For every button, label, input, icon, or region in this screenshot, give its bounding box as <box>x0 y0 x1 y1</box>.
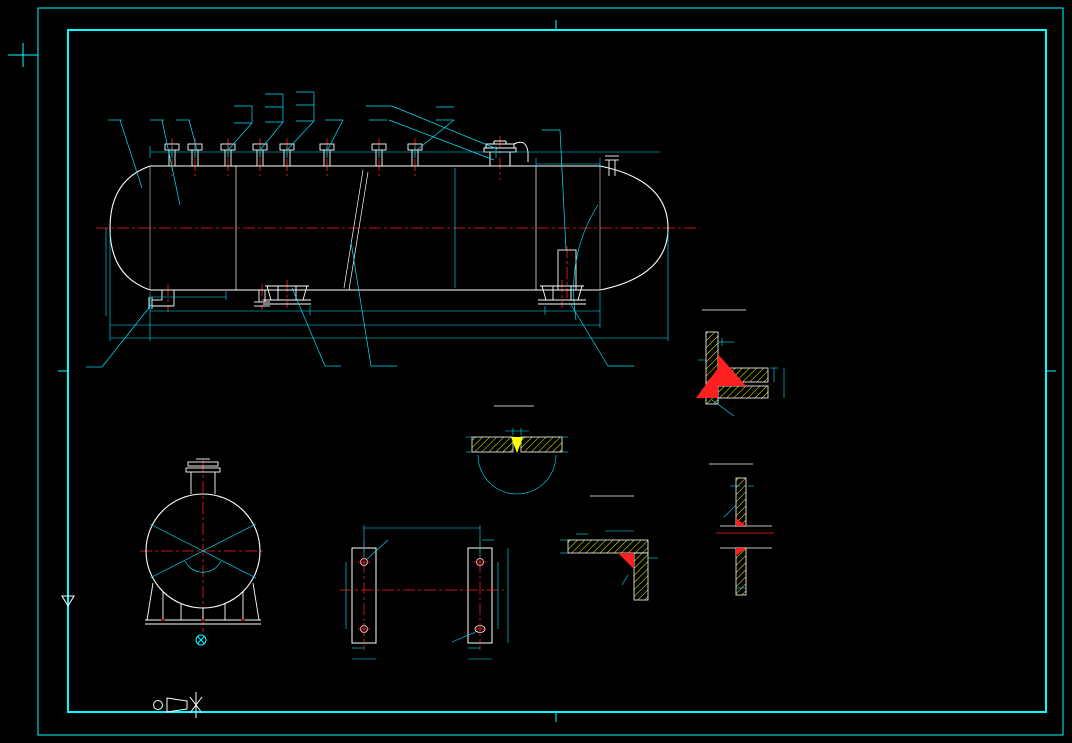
anchor-bolt-icon <box>195 634 207 646</box>
technical-notes <box>789 57 1063 71</box>
projection-symbol-icon <box>153 692 203 718</box>
weld-detail-manhole <box>696 309 785 417</box>
section-cut-line <box>573 204 599 321</box>
centerline-mark <box>61 595 75 607</box>
balloon-leaders <box>86 91 634 368</box>
saddle-base-plan <box>340 525 509 660</box>
drain-elbow <box>148 290 175 309</box>
manhole <box>483 140 529 166</box>
saddle-right <box>538 285 586 305</box>
dimension-lines <box>105 146 669 341</box>
end-view <box>140 458 266 632</box>
saddle-left <box>263 285 311 305</box>
weld-detail-nozzle <box>709 463 774 596</box>
drawing-border <box>8 7 1064 736</box>
weld-detail-corner <box>560 495 658 601</box>
sump-pot <box>557 249 577 291</box>
head-nozzle <box>605 155 619 176</box>
anchor-holes <box>358 556 486 635</box>
top-nozzles <box>164 143 423 166</box>
weld-detail-ab <box>466 405 568 495</box>
